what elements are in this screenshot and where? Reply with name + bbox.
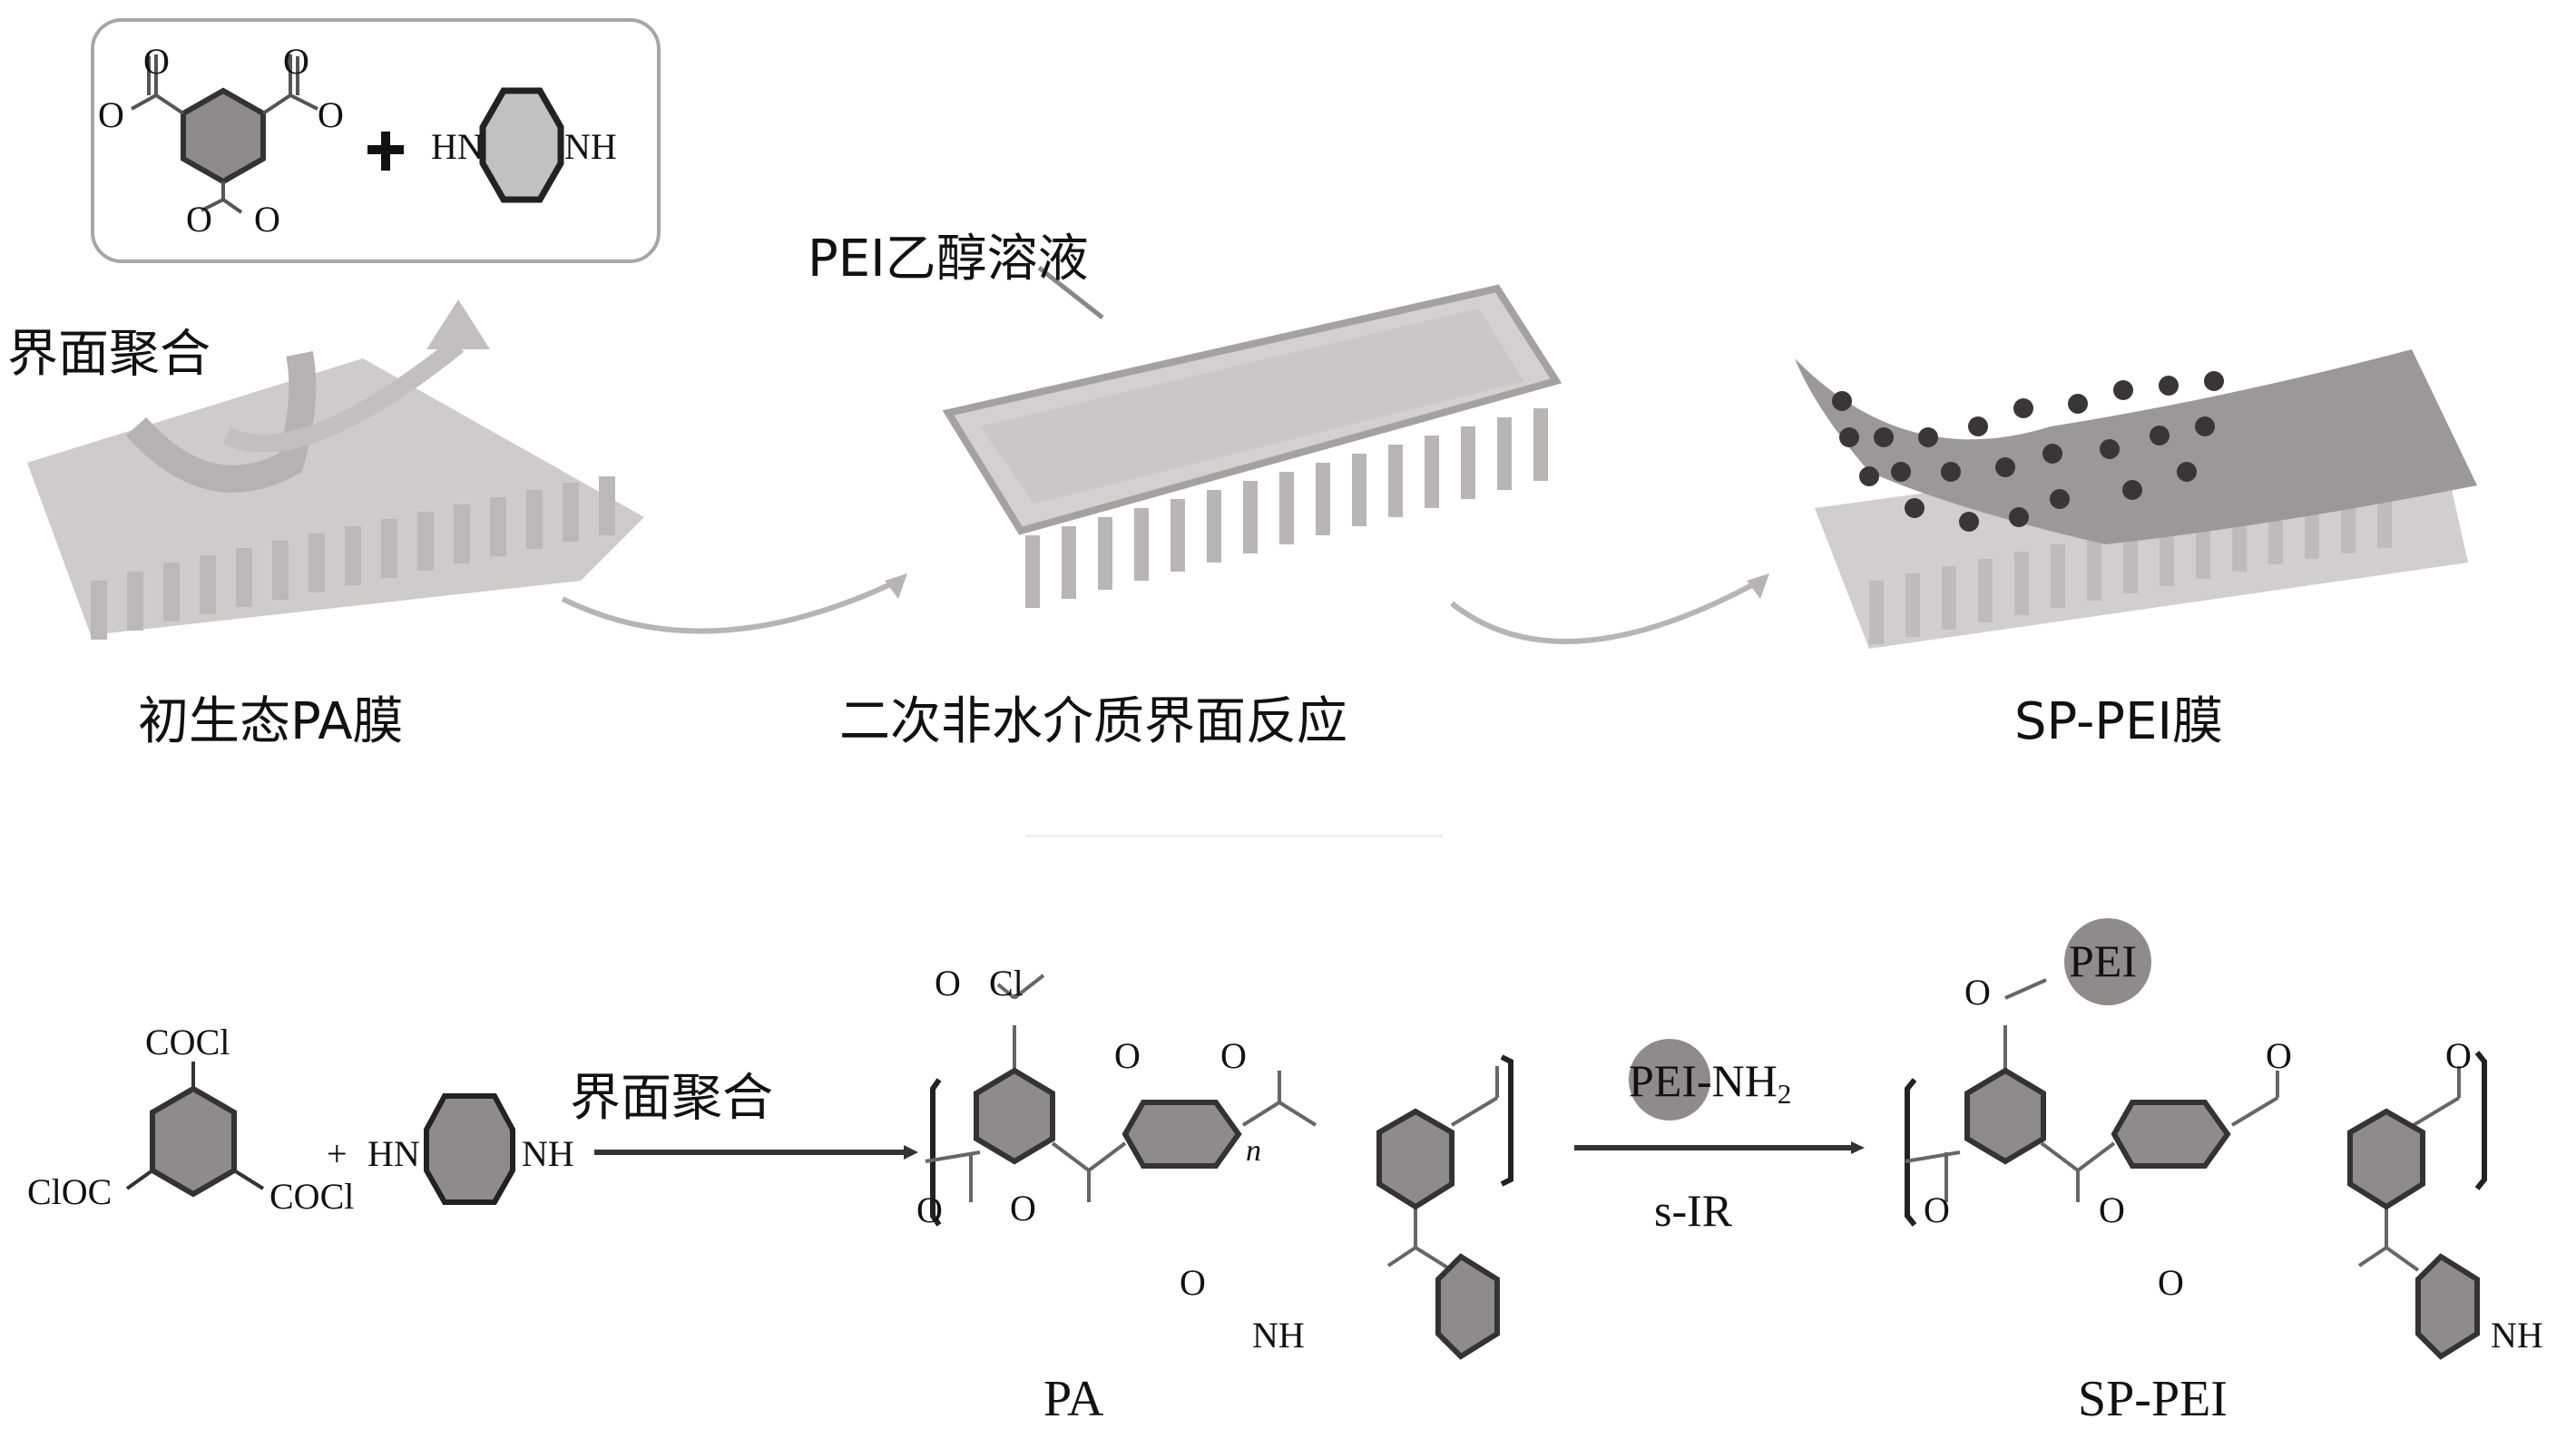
sp-o: O (2266, 1035, 2292, 1076)
piperazine-nh: NH (564, 126, 617, 167)
pa-o: O (1220, 1035, 1247, 1076)
arrow1-label: 界面聚合 (570, 1069, 773, 1128)
atom-o: O (186, 199, 212, 240)
pei-bead-icon (1629, 1039, 1710, 1121)
subscript-2: 2 (1777, 1077, 1792, 1110)
repeat-n: n (1246, 1134, 1261, 1168)
piperazine-hn: HN (367, 1133, 420, 1174)
atom-o: O (254, 199, 280, 240)
pei-nh-text: PEI-NH (1629, 1055, 1778, 1106)
atom-o: O (318, 94, 344, 135)
pei-dots (1832, 371, 2224, 532)
pei-bead-label: PEI (2069, 935, 2137, 986)
piperazine-ring-icon (479, 87, 564, 203)
plus-sign: + (327, 1133, 348, 1174)
tmc-left-group: ClOC (27, 1171, 113, 1212)
pei-coated-membrane (942, 266, 1562, 608)
sp-pei-membrane (1795, 349, 2477, 649)
piperazine-hn: HN (431, 126, 484, 167)
pa-acyl-cl: Cl (989, 963, 1024, 1003)
pei-bead-icon (2064, 918, 2151, 1005)
tmc-ring-icon (150, 1085, 237, 1198)
atom-o: O (143, 41, 170, 82)
atom-o: O (283, 41, 309, 82)
pa-o: O (916, 1189, 943, 1230)
pa-structure (925, 974, 1513, 1272)
arrow2-top-label: PEI-NH2 (1629, 1054, 1791, 1111)
sp-nh: NH (2491, 1315, 2543, 1356)
sp-o: O (2158, 1262, 2184, 1303)
solution-label: PEI乙醇溶液 (808, 230, 1089, 289)
pointer-line (1037, 266, 1104, 319)
arrow2-bottom-label: s-IR (1654, 1185, 1733, 1236)
pa-o: O (1010, 1188, 1036, 1229)
stage2-caption: 二次非水介质界面反应 (839, 692, 1347, 751)
process-arrow-1 (561, 578, 900, 634)
stage1-caption: 初生态PA膜 (138, 692, 404, 751)
sp-o: O (1964, 972, 1991, 1013)
pa-nh: NH (1252, 1315, 1305, 1356)
tmc-right-group: COCl (269, 1176, 355, 1217)
pa-caption: PA (1043, 1371, 1104, 1427)
nascent-pa-membrane (27, 299, 644, 640)
sp-o: O (1924, 1189, 1950, 1230)
process-arrow-2 (1450, 578, 1762, 644)
sp-pei-structure (1905, 978, 2487, 1272)
tmc-top-group: COCl (145, 1022, 230, 1062)
plus-icon (367, 132, 404, 171)
sp-o: O (2445, 1035, 2472, 1076)
pa-acyl-o: O (935, 963, 961, 1003)
sp-o: O (2099, 1189, 2125, 1230)
piperazine-ring-icon (424, 1093, 515, 1205)
stage3-caption: SP-PEI膜 (2014, 692, 2223, 751)
sp-pei-caption: SP-PEI (2078, 1371, 2228, 1427)
piperazine-nh: NH (522, 1133, 574, 1174)
up-arrow-icon (426, 299, 490, 349)
pa-o: O (1114, 1035, 1141, 1076)
divider (1025, 835, 1443, 837)
atom-o: O (98, 94, 124, 135)
pa-o: O (1180, 1262, 1206, 1303)
interfacial-polymerization-label: 界面聚合 (7, 325, 211, 384)
